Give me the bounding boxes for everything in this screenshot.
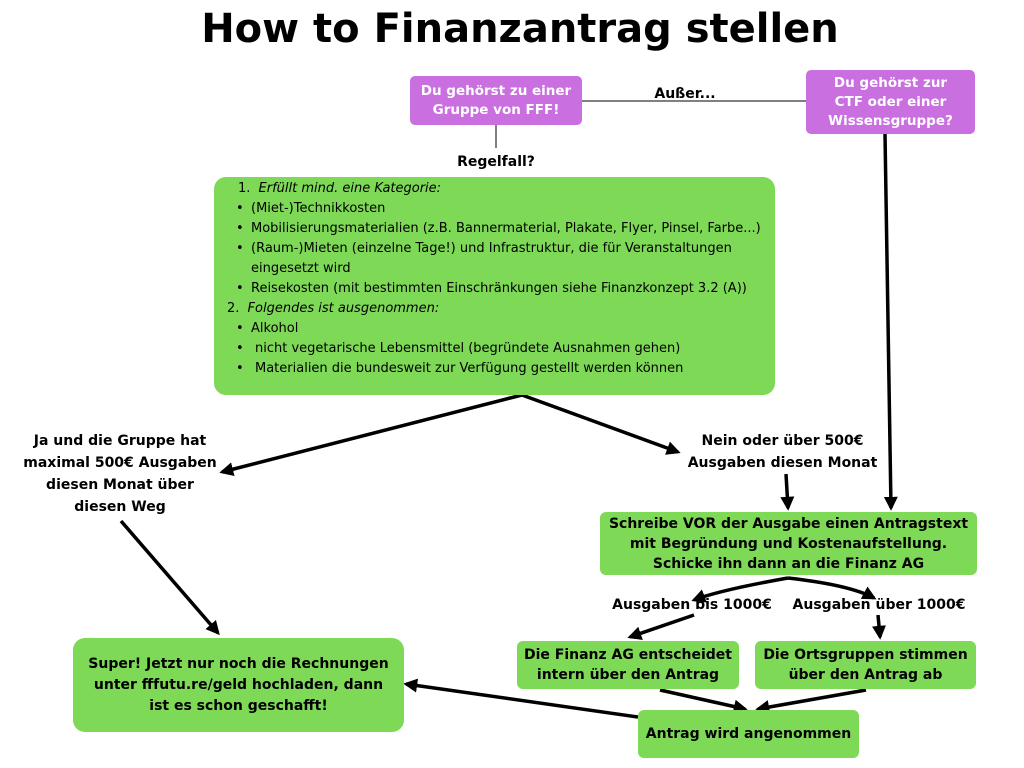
bullet: • (236, 281, 244, 296)
criteria-item-text: Reisekosten (mit bestimmten Einschränkun… (251, 281, 747, 296)
finanz-ag-line: intern über den Antrag (536, 667, 720, 683)
criteria-heading2-num: 2. (227, 301, 240, 316)
exclusion-item-text: nicht vegetarische Lebensmittel (begründ… (255, 341, 681, 356)
antrag-line2: mit Begründung und Kostenaufstellung. (629, 535, 948, 552)
criteria-item: • (Miet-)Technikkosten (236, 199, 385, 219)
ortsgruppen-line: Die Ortsgruppen stimmen (763, 647, 968, 663)
criteria-item-continuation: eingesetzt wird (251, 261, 351, 276)
criteria-item-text: (Raum-)Mieten (einzelne Tage!) und Infra… (251, 241, 732, 256)
label-line: maximal 500€ Ausgaben (23, 455, 217, 471)
ortsgruppen-box: Die Ortsgruppen stimmen über den Antrag … (755, 641, 976, 689)
arrow-criteria-to-left (219, 393, 523, 476)
label-ausser: Außer... (654, 86, 716, 102)
antrag-box: Schreibe VOR der Ausgabe einen Antragste… (600, 512, 977, 575)
finanz-ag-box: Die Finanz AG entscheidet intern über de… (517, 641, 739, 689)
start-box-ctf-text: Du gehörst zur CTF oder einer Wissensgru… (828, 74, 953, 129)
criteria-heading1: Erfüllt mind. eine Kategorie: (258, 181, 442, 196)
antrag-vor-emphasis: VOR (682, 515, 717, 532)
exclusion-item-text: Alkohol (251, 321, 299, 336)
criteria-heading2: Folgendes ist ausgenommen: (247, 301, 440, 316)
exclusion-item: • nicht vegetarische Lebensmittel (begrü… (236, 339, 680, 359)
arrow-criteria-to-right (521, 393, 681, 455)
super-line: unter fffutu.re/geld hochladen, dann (93, 676, 384, 693)
bullet: • (236, 341, 244, 356)
arrow-angenommen-to-super (403, 678, 639, 719)
criteria-heading1-num: 1. (238, 181, 251, 196)
label-ja-under-500: Ja und die Gruppe hat maximal 500€ Ausga… (10, 430, 230, 518)
label-line: Ausgaben diesen Monat (687, 455, 878, 471)
arrow-finanz-to-angenommen (659, 688, 748, 714)
start-box-fff-text: Du gehörst zu einer Gruppe von FFF! (420, 82, 572, 118)
label-bis-1000: Ausgaben bis 1000€ (612, 597, 772, 613)
label-line: Nein oder über 500€ (701, 433, 864, 449)
bullet: • (236, 201, 244, 216)
arrow-ortsgruppen-to-angenommen (755, 688, 867, 714)
criteria-item: • Mobilisierungsmaterialien (z.B. Banner… (236, 219, 761, 239)
criteria-box (214, 177, 775, 395)
super-box: Super! Jetzt nur noch die Rechnungen unt… (73, 638, 404, 732)
arrow-ueber-to-ortsgruppen (872, 614, 886, 640)
finanz-ag-line: Die Finanz AG entscheidet (523, 647, 732, 663)
criteria-item-text: (Miet-)Technikkosten (251, 201, 386, 216)
bullet: • (236, 241, 244, 256)
bullet: • (236, 321, 244, 336)
start-box-ctf: Du gehörst zur CTF oder einer Wissensgru… (806, 70, 975, 134)
label-line: diesen Monat über (46, 477, 194, 493)
criteria-item: • (Raum-)Mieten (einzelne Tage!) und Inf… (236, 239, 732, 259)
arrow-bis-to-finanz (627, 613, 695, 640)
angenommen-text: Antrag wird angenommen (645, 726, 852, 742)
criteria-item: • Reisekosten (mit bestimmten Einschränk… (236, 279, 747, 299)
start-box-fff: Du gehörst zu einer Gruppe von FFF! (410, 76, 582, 125)
angenommen-box: Antrag wird angenommen (638, 710, 859, 758)
arrow-left-label-to-super (119, 519, 220, 636)
label-line: Ja und die Gruppe hat (33, 433, 207, 449)
criteria-content: 1. Erfüllt mind. eine Kategorie: • (Miet… (214, 177, 775, 395)
bullet: • (236, 221, 244, 236)
antrag-line3: Schicke ihn dann an die Finanz AG (652, 555, 925, 572)
label-nein-over-500: Nein oder über 500€ Ausgaben diesen Mona… (670, 430, 895, 474)
ortsgruppen-line: über den Antrag ab (788, 667, 943, 683)
super-line: Super! Jetzt nur noch die Rechnungen (88, 655, 389, 672)
arrow-right-label-to-antrag (780, 473, 795, 511)
label-ueber-1000: Ausgaben über 1000€ (792, 597, 966, 613)
label-regelfall: Regelfall? (457, 154, 535, 170)
exclusion-item: • Materialien die bundesweit zur Verfügu… (236, 359, 683, 379)
exclusion-item: • Alkohol (236, 319, 298, 339)
page-title: How to Finanzantrag stellen (201, 6, 839, 52)
criteria-item-text: Mobilisierungsmaterialien (z.B. Bannerma… (251, 221, 761, 236)
antrag-line1: Schreibe VOR der Ausgabe einen Antragste… (608, 515, 969, 532)
arrow-ctf-to-antrag (883, 133, 898, 511)
label-line: diesen Weg (74, 499, 166, 515)
super-line: ist es schon geschafft! (149, 697, 328, 714)
arrow-antrag-split (691, 576, 877, 603)
exclusion-item-text: Materialien die bundesweit zur Verfügung… (255, 361, 684, 376)
bullet: • (236, 361, 244, 376)
